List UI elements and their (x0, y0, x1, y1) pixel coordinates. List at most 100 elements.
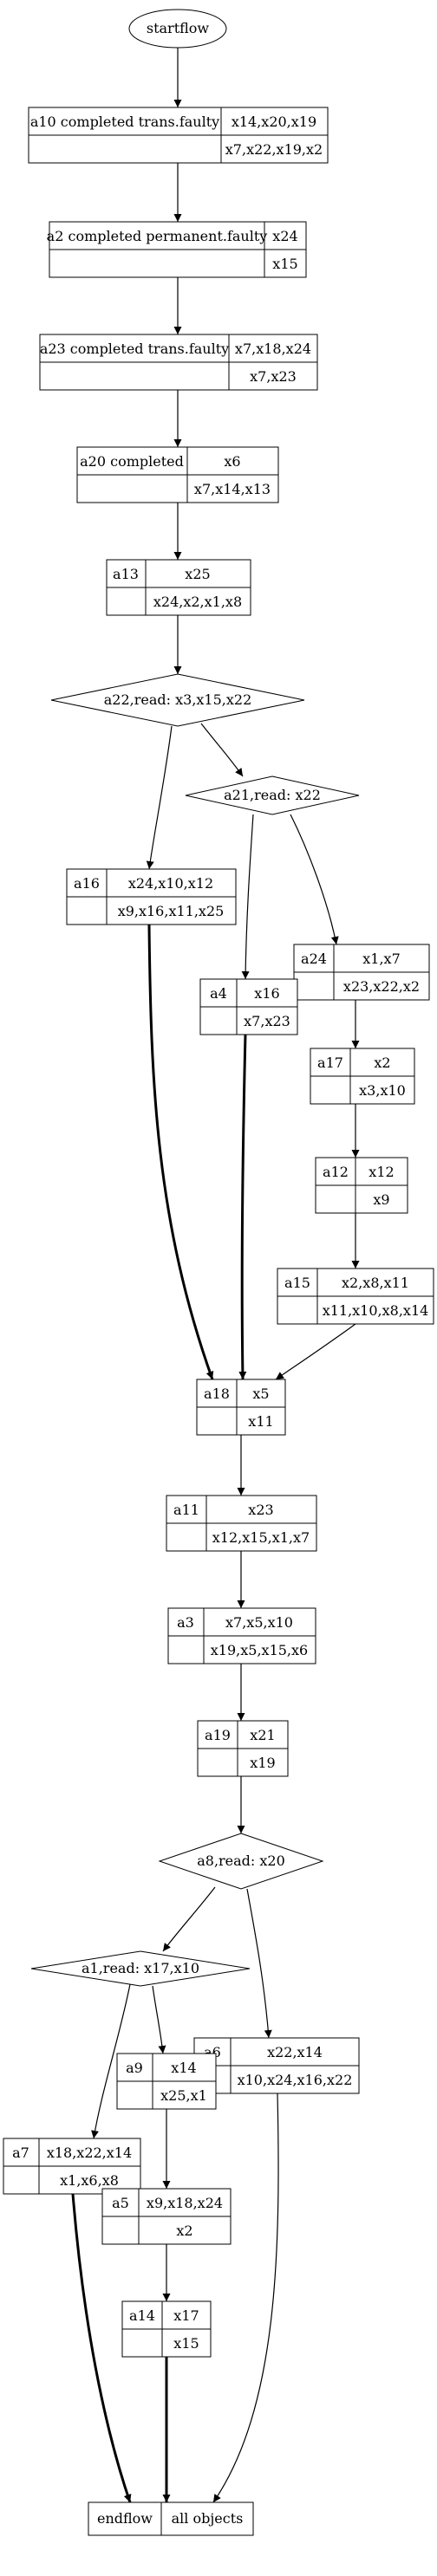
node-a19-top-right: x21 (250, 1727, 275, 1743)
edge-a1-a7 (91, 1983, 131, 2139)
node-a9-top-right: x14 (171, 2060, 196, 2076)
node-a4-bottom-right: x7,x23 (244, 1013, 290, 1029)
node-a17-title: a17 (317, 1054, 343, 1071)
node-a24-top-right: x1,x7 (362, 951, 401, 967)
node-a12-bottom-right: x9 (373, 1191, 389, 1208)
start-label: startflow (147, 20, 210, 36)
node-a5: a5 x9,x18,x24 x2 (101, 2188, 232, 2245)
node-a23-title: a23 completed trans.faulty (40, 341, 229, 357)
node-a10: a10 completed trans.faulty x14,x20,x19 x… (28, 107, 329, 164)
end-node: endflow all objects (88, 2501, 254, 2536)
decision-a22-label: a22,read: x3,x15,x22 (104, 691, 252, 708)
node-a3-title: a3 (177, 1614, 194, 1631)
node-a9-bottom-right: x25,x1 (160, 2087, 207, 2104)
decision-a21: a21,read: x22 (185, 775, 360, 815)
decision-a22: a22,read: x3,x15,x22 (50, 673, 305, 727)
node-a24-title: a24 (301, 951, 327, 967)
node-a18-top-right: x5 (252, 1385, 269, 1402)
node-a12-top-right: x12 (369, 1164, 394, 1180)
start-node: startflow (128, 9, 227, 49)
decision-a8: a8,read: x20 (158, 1833, 324, 1890)
edge-a15-a18 (275, 1323, 356, 1380)
decision-a21-label: a21,read: x22 (224, 787, 321, 803)
node-a11: a11 x23 x12,x15,x1,x7 (166, 1495, 317, 1552)
edge-a7-end (71, 2193, 132, 2503)
node-a16-top-right: x24,x10,x12 (128, 875, 213, 892)
node-a5-title: a5 (112, 2195, 129, 2211)
node-a24: a24 x1,x7 x23,x22,x2 (293, 944, 430, 1001)
node-a16-title: a16 (74, 875, 100, 892)
node-a4-title: a4 (210, 985, 227, 1002)
node-a14: a14 x17 x15 (121, 2300, 212, 2358)
node-a7-bottom-right: x1,x6,x8 (60, 2172, 119, 2189)
node-a18-title: a18 (204, 1385, 230, 1402)
node-a7-top-right: x18,x22,x14 (47, 2145, 132, 2161)
node-a11-bottom-right: x12,x15,x1,x7 (212, 1529, 310, 1546)
node-a13-bottom-right: x24,x2,x1,x8 (153, 594, 242, 610)
node-a13: a13 x25 x24,x2,x1,x8 (106, 559, 251, 616)
node-a15-bottom-right: x11,x10,x8,x14 (323, 1302, 429, 1319)
edge-a16-a18 (147, 924, 214, 1380)
node-a3-bottom-right: x19,x5,x15,x6 (211, 1642, 308, 1658)
node-a24-bottom-right: x23,x22,x2 (343, 978, 420, 995)
edge-a1-a9 (152, 1985, 166, 2054)
node-a23: a23 completed trans.faulty x7,x18,x24 x7… (39, 334, 318, 391)
node-a6: a6 x22,x14 x10,x24,x16,x22 (193, 2037, 360, 2094)
edge-a8-a1 (162, 1886, 216, 1952)
end-objects-label: all objects (172, 2510, 244, 2527)
node-a15: a15 x2,x8,x11 x11,x10,x8,x14 (277, 1268, 434, 1325)
decision-a1-label: a1,read: x17,x10 (82, 1960, 199, 1976)
node-a2-bottom-right: x15 (272, 256, 297, 272)
decision-a1: a1,read: x17,x10 (30, 1950, 251, 1987)
node-a6-bottom-right: x10,x24,x16,x22 (238, 2072, 353, 2088)
node-a3-top-right: x7,x5,x10 (225, 1614, 293, 1631)
edges (71, 48, 360, 2503)
node-a19: a19 x21 x19 (197, 1720, 289, 1777)
node-a20: a20 completed x6 x7,x14,x13 (76, 446, 279, 503)
node-a14-bottom-right: x15 (173, 2335, 199, 2352)
node-a20-bottom-right: x7,x14,x13 (194, 481, 271, 497)
node-a14-top-right: x17 (173, 2307, 199, 2324)
node-a10-title: a10 completed trans.faulty (30, 114, 219, 130)
node-a13-top-right: x25 (185, 566, 210, 582)
node-a11-top-right: x23 (248, 1502, 273, 1518)
node-a20-top-right: x6 (224, 453, 240, 470)
node-a14-title: a14 (129, 2307, 155, 2324)
node-a3: a3 x7,x5,x10 x19,x5,x15,x6 (167, 1607, 316, 1664)
node-a5-top-right: x9,x18,x24 (147, 2195, 223, 2211)
node-a15-top-right: x2,x8,x11 (342, 1275, 409, 1291)
node-a4-top-right: x16 (254, 985, 279, 1002)
node-a4: a4 x16 x7,x23 (199, 978, 298, 1035)
edge-a4-a18 (238, 1034, 247, 1380)
node-a2-top-right: x24 (272, 228, 297, 244)
node-a12-title: a12 (323, 1164, 349, 1180)
node-a15-title: a15 (284, 1275, 310, 1291)
node-a19-title: a19 (205, 1727, 231, 1743)
node-a10-bottom-right: x7,x22,x19,x2 (225, 141, 323, 158)
node-a7: a7 x18,x22,x14 x1,x6,x8 (3, 2138, 141, 2195)
edge-a22-a21 (200, 723, 244, 777)
node-a6-top-right: x22,x14 (267, 2044, 323, 2060)
node-a5-bottom-right: x2 (176, 2222, 192, 2239)
node-a2-title: a2 completed permanent.faulty (47, 228, 268, 244)
decision-a8-label: a8,read: x20 (197, 1853, 285, 1869)
edge-a22-a16 (146, 725, 173, 870)
node-a23-bottom-right: x7,x23 (250, 368, 297, 385)
node-a10-top-right: x14,x20,x19 (232, 114, 316, 130)
edge-a8-a6 (246, 1888, 272, 2039)
node-a2: a2 completed permanent.faulty x24 x15 (47, 221, 307, 278)
node-a20-title: a20 completed (80, 453, 184, 470)
node-a16: a16 x24,x10,x12 x9,x16,x11,x25 (66, 868, 237, 925)
node-a9: a9 x14 x25,x1 (116, 2053, 217, 2110)
node-a12: a12 x12 x9 (315, 1157, 408, 1214)
node-a18: a18 x5 x11 (196, 1379, 286, 1436)
edge-a21-a4 (241, 814, 254, 980)
node-a16-bottom-right: x9,x16,x11,x25 (118, 903, 225, 919)
node-a23-top-right: x7,x18,x24 (235, 341, 311, 357)
node-a7-title: a7 (12, 2145, 29, 2161)
node-a13-title: a13 (113, 566, 139, 582)
end-label: endflow (97, 2510, 153, 2527)
node-a9-title: a9 (126, 2060, 143, 2076)
